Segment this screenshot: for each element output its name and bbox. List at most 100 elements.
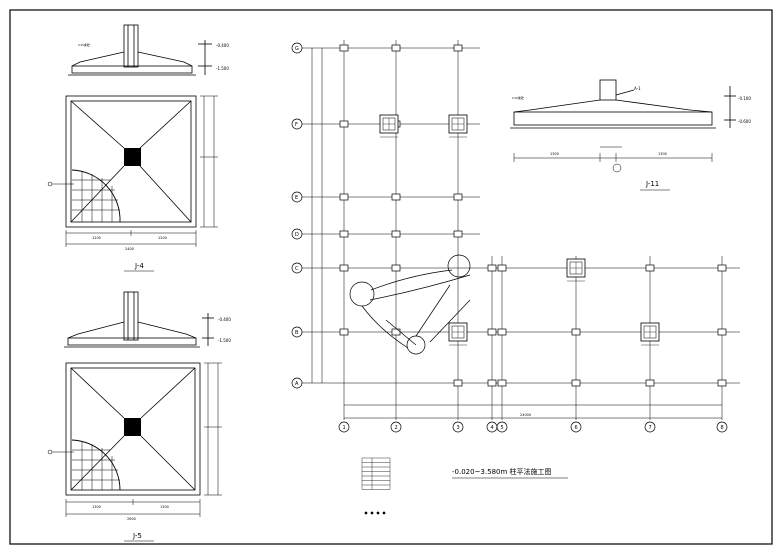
column-mark (717, 379, 727, 387)
grid-bubble-col (716, 421, 728, 433)
column-mark (487, 379, 497, 387)
column-mark (339, 193, 349, 201)
grid-bubble-row-label: F (295, 122, 298, 128)
column-mark (645, 264, 655, 272)
column-mark (391, 230, 401, 238)
footing-j4-dim-a: 1200 (92, 236, 101, 240)
footing-j5-dim-a: 1300 (92, 505, 101, 509)
grid-bubble-row (291, 228, 303, 240)
grid-bubble-col (452, 421, 464, 433)
grid-bubble-col-label: 4 (491, 425, 494, 431)
column-mark (453, 44, 463, 52)
column-mark (487, 328, 497, 336)
footing-j5: -0.400 -1.500 1300 1300 2600 J-5 (47, 291, 231, 542)
plan-grid-lines (300, 40, 740, 420)
grid-bubble-col (390, 421, 402, 433)
column-mark (339, 120, 349, 128)
grid-bubble-row-label: E (295, 195, 298, 201)
column-mark (339, 44, 349, 52)
footing-j4-elev-top: -0.400 (216, 43, 229, 48)
footing-j11-dim-a: 1300 (550, 152, 559, 156)
column-mark (391, 328, 401, 336)
column-mark (339, 230, 349, 238)
grid-bubble-col (338, 421, 350, 433)
grid-bubble-col-label: 7 (649, 425, 652, 431)
grid-bubble-col-label: 8 (721, 425, 724, 431)
column-section-detail (448, 114, 468, 138)
column-mark (391, 193, 401, 201)
grid-bubble-col-label: 3 (457, 425, 460, 431)
footing-j4-elev-bottom: -1.500 (216, 66, 229, 71)
plan-curved-stair (349, 254, 471, 355)
grid-bubble-row-label: G (295, 46, 299, 52)
footing-j5-elev-bottom: -1.500 (218, 338, 231, 343)
footing-j5-plan (65, 362, 201, 496)
footing-j11: A-1 -0.100 -0.600 C15素砼 1300 1300 J-11 (510, 79, 751, 191)
footing-j11-note: C15素砼 (512, 95, 524, 100)
column-mark (497, 328, 507, 336)
grid-bubble-row (291, 326, 303, 338)
sheet-border (9, 9, 773, 545)
grid-bubble-row (291, 191, 303, 203)
grid-bubble-row-label: B (295, 330, 299, 336)
plan-columns (339, 44, 727, 387)
grid-bubble-col-label: 6 (575, 425, 578, 431)
column-mark (645, 379, 655, 387)
footing-j11-tag: A-1 (634, 86, 641, 91)
footing-j4-dim-b: 1200 (158, 236, 167, 240)
footing-j11-section (510, 79, 736, 129)
grid-bubble-row (291, 42, 303, 54)
grid-bubble-col (644, 421, 656, 433)
footing-j4-dim-total: 2400 (125, 247, 134, 251)
legend-symbol (376, 511, 380, 515)
column-mark (497, 379, 507, 387)
column-mark (487, 264, 497, 272)
column-mark (391, 44, 401, 52)
column-section-detail (566, 258, 586, 282)
column-section-detail (640, 322, 660, 346)
column-section-detail (448, 322, 468, 346)
footing-j5-dim-b: 1300 (160, 505, 169, 509)
footing-j4-dims (65, 95, 218, 247)
plan-title: -0.020~3.580m 柱平法施工图 (452, 467, 552, 476)
footing-j11-elev-top: -0.100 (738, 96, 751, 101)
grid-bubble-col (570, 421, 582, 433)
grid-bubble-row-label: C (295, 266, 299, 272)
footing-j5-label: J-5 (132, 532, 142, 540)
footing-j11-dims (513, 146, 713, 191)
column-mark (717, 264, 727, 272)
footing-j4-rebar-grid (71, 169, 121, 223)
grid-bubble-row (291, 377, 303, 389)
footing-j4: -0.400 -1.500 C15素砼 1200 1200 2400 (47, 24, 229, 272)
footing-j4-label: J-4 (134, 262, 144, 270)
footing-j4-section (68, 24, 212, 76)
grid-bubble-row-label: A (295, 381, 299, 387)
footing-j4-column (124, 148, 141, 166)
legend-table-frame (361, 457, 391, 490)
column-mark (391, 264, 401, 272)
grid-bubble-row (291, 118, 303, 130)
footing-j5-elev-top: -0.400 (218, 317, 231, 322)
plan-legend-table (361, 457, 391, 515)
legend-symbol (370, 511, 374, 515)
column-section-detail (379, 114, 399, 138)
plan-overall-dim: 24000 (520, 413, 531, 417)
column-mark (339, 264, 349, 272)
footing-j4-plan (65, 95, 197, 228)
column-mark (497, 264, 507, 272)
footing-j5-dims (65, 362, 222, 517)
grid-bubble-row (291, 262, 303, 274)
footing-j5-section (64, 291, 214, 348)
column-mark (453, 193, 463, 201)
plan-outer-dims (311, 48, 722, 419)
column-mark (717, 328, 727, 336)
column-mark (571, 328, 581, 336)
footing-j5-column (124, 418, 141, 436)
footing-j5-rebar-grid (71, 439, 121, 491)
column-mark (453, 230, 463, 238)
legend-symbol (382, 511, 386, 515)
footing-j5-dim-total: 2600 (127, 517, 136, 521)
